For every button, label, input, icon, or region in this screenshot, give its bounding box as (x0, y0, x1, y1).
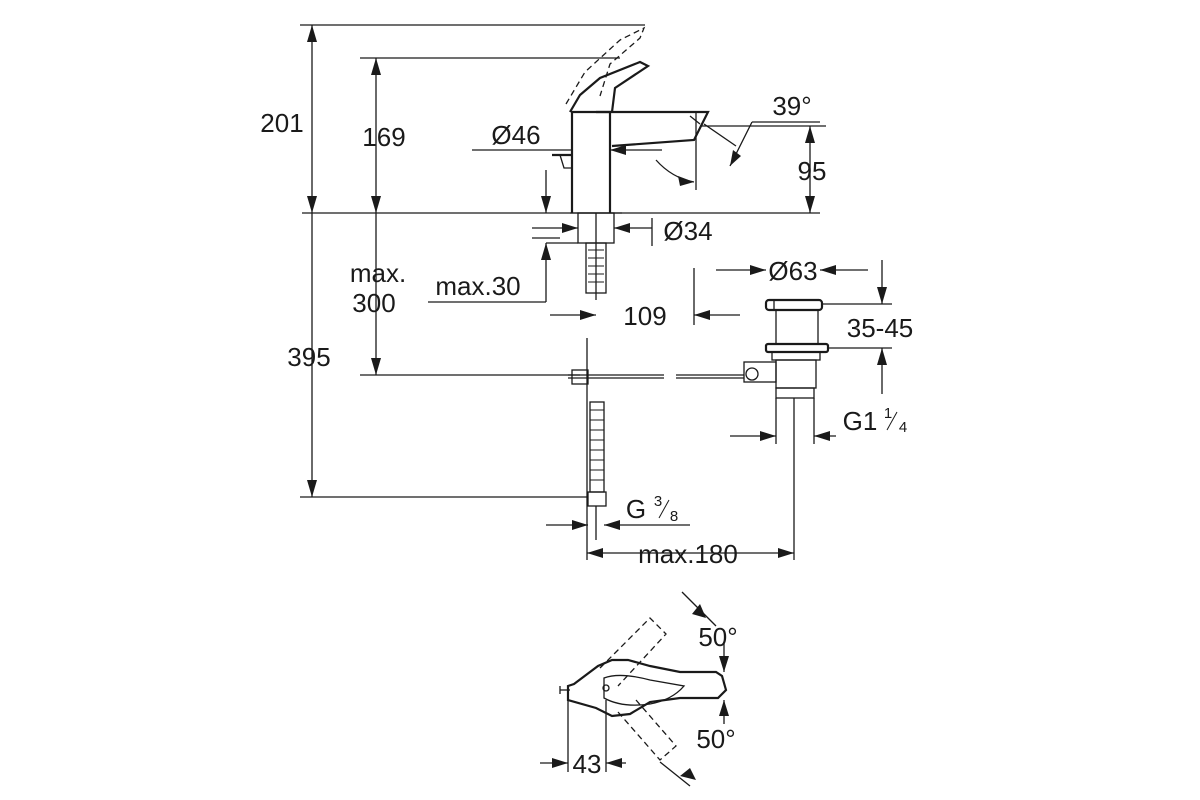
dim-d63-label: Ø63 (768, 256, 817, 286)
dim-g38-num: 3 (654, 493, 662, 510)
dim-angle-50-bottom-label: 50° (696, 724, 735, 754)
dim-g114-num: 1 (884, 405, 892, 422)
dim-angle-39-label: 39° (772, 91, 811, 121)
dim-g38: G 3 8 (546, 493, 690, 530)
dim-d46-label: Ø46 (491, 120, 540, 150)
dim-395: 395 (287, 213, 588, 498)
dim-g38-base: G (626, 494, 646, 524)
dim-d46: Ø46 (472, 120, 662, 155)
dim-109: 109 (550, 268, 740, 331)
dim-95: 95 (700, 125, 827, 213)
faucet-side-view (302, 26, 820, 300)
dim-angle-50-top-label: 50° (698, 622, 737, 652)
dim-g114-base: G1 (843, 406, 878, 436)
dim-max300-max-label: max. (350, 258, 406, 288)
dim-169-label: 169 (362, 122, 405, 152)
dim-g114-den: 4 (899, 419, 907, 436)
faucet-top-view: 50° 50° 43 (540, 591, 738, 787)
dim-d34: Ø34 (532, 216, 713, 246)
dim-d34-label: Ø34 (663, 216, 712, 246)
dim-201: 201 (260, 24, 645, 213)
dim-max300: max. 300 (350, 213, 580, 376)
dim-395-label: 395 (287, 342, 330, 372)
dim-43-label: 43 (573, 749, 602, 779)
dim-max180-label: max.180 (638, 539, 738, 569)
dim-95-label: 95 (798, 156, 827, 186)
drain-assembly: Ø63 35-45 G1 1 4 (716, 256, 913, 560)
dim-109-label: 109 (623, 301, 666, 331)
dim-35-45-label: 35-45 (847, 313, 914, 343)
popup-rod-and-hose (568, 338, 744, 540)
dim-max300-value-label: 300 (352, 288, 395, 318)
dim-201-label: 201 (260, 108, 303, 138)
dim-169: 169 (360, 57, 620, 213)
dim-max30: max.30 (428, 170, 578, 303)
dim-angle-39: 39° (655, 91, 820, 190)
dim-max30-label: max.30 (435, 271, 520, 301)
dim-g38-den: 8 (670, 508, 678, 525)
dim-max180: max.180 (586, 518, 794, 569)
